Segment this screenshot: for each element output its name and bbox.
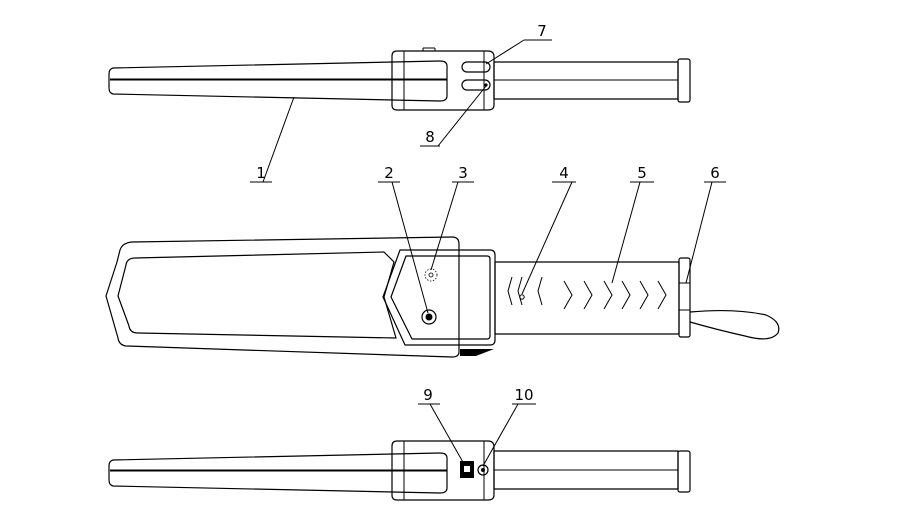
top-button-upper [461, 61, 491, 73]
top-button-dot [484, 83, 488, 87]
power-button-center [425, 313, 433, 321]
grip-chevrons [507, 276, 667, 310]
callout-4: 4 [559, 164, 569, 182]
top-housing [391, 50, 495, 111]
callout-10: 10 [514, 386, 533, 404]
top-view [108, 47, 691, 111]
belt-clip [460, 349, 494, 356]
indicator-light [424, 268, 438, 282]
top-end-cap [677, 58, 691, 103]
leader-lines [250, 39, 726, 467]
callout-5: 5 [637, 164, 647, 182]
side-view [105, 236, 780, 358]
side-paddle-inner [117, 251, 397, 339]
callout-8: 8 [425, 128, 435, 146]
callout-3: 3 [458, 164, 468, 182]
side-paddle-outer [105, 236, 460, 358]
callout-2: 2 [384, 164, 394, 182]
wrist-strap [689, 309, 780, 340]
side-housing-outer [382, 249, 496, 346]
charge-led-center [481, 468, 485, 472]
side-housing-inner [390, 255, 491, 340]
power-button [421, 309, 437, 325]
side-handle [494, 261, 680, 335]
callout-1: 1 [256, 164, 266, 182]
callout-7: 7 [537, 22, 547, 40]
side-end-cap [678, 257, 691, 338]
callout-labels: 1 2 3 4 5 6 7 8 9 10 [256, 22, 720, 404]
bottom-housing [391, 440, 495, 501]
bottom-view [108, 440, 691, 501]
bottom-end-cap [677, 450, 691, 493]
grip-indicator-hole [519, 294, 525, 300]
callout-9: 9 [423, 386, 433, 404]
charge-socket-hole [464, 466, 470, 472]
top-button-lower [461, 79, 491, 91]
callout-6: 6 [710, 164, 720, 182]
bottom-paddle [108, 452, 448, 494]
top-paddle [108, 60, 448, 102]
